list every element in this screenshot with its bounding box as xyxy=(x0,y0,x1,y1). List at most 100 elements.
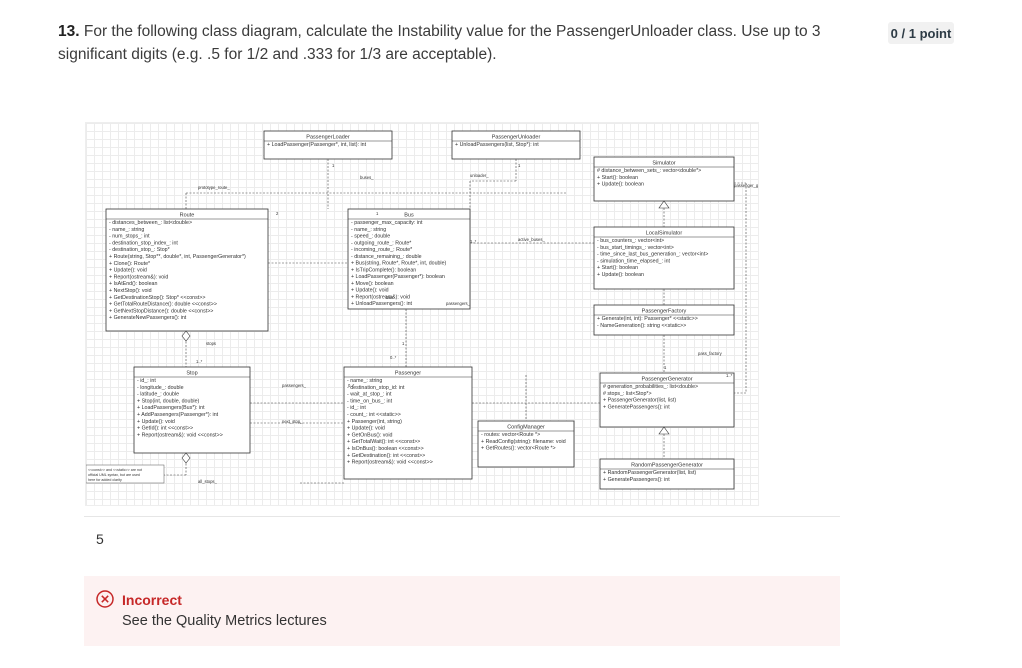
note-text: official UML syntax, but are used xyxy=(88,473,140,477)
edge-label: stops xyxy=(206,341,216,346)
edge-label: 1..* xyxy=(470,239,477,244)
class-member-bus: + Update(): void xyxy=(351,288,389,294)
class-box-stop xyxy=(133,366,251,454)
edge-label: buses_ xyxy=(360,175,374,180)
class-member-local-simulator: - simulation_time_elapsed_: int xyxy=(597,258,671,264)
class-name-random-passenger-generator: RandomPassengerGenerator xyxy=(631,463,703,469)
aggregation-diamond xyxy=(181,330,191,342)
class-member-bus: - passenger_max_capacity: int xyxy=(351,220,423,226)
class-member-route: + NextStop(): void xyxy=(109,288,152,294)
edge-label: all_stops_ xyxy=(198,479,218,484)
class-member-bus: + Bus(string, Route*, Route*, int, doubl… xyxy=(351,261,447,267)
question-text: 13. For the following class diagram, cal… xyxy=(58,20,848,66)
class-member-config-manager: + GetRoutes(): vector<Route *> xyxy=(481,446,556,452)
question-body: For the following class diagram, calcula… xyxy=(58,23,821,63)
edge-label: 0..* xyxy=(348,383,355,388)
class-member-stop: + LoadPassengers(Bus*): int xyxy=(137,405,205,411)
edge-label: 1 xyxy=(332,163,335,168)
class-member-bus: - distance_remaining_: double xyxy=(351,254,422,260)
class-member-random-passenger-generator: + GeneratePassengers(): int xyxy=(603,477,670,483)
class-member-passenger: + Passenger(int, string) xyxy=(347,419,402,425)
edge-label: 1..* xyxy=(196,359,203,364)
class-member-passenger-loader: + LoadPassenger(Passenger*, int, list): … xyxy=(267,142,367,148)
edge-label: 1 xyxy=(518,163,521,168)
class-member-local-simulator: - bus_start_timings_: vector<int> xyxy=(597,245,674,251)
feedback-title: Incorrect xyxy=(122,592,182,608)
class-member-stop: + Report(ostream&): void <<const>> xyxy=(137,432,223,438)
generalization-arrow xyxy=(658,200,670,209)
edge-label: passenger_generator_ xyxy=(734,183,758,188)
class-name-bus: Bus xyxy=(404,213,414,219)
edge-label: unloader_ xyxy=(470,173,489,178)
class-box-bus xyxy=(347,208,471,310)
class-member-route: + Report(ostream&): void xyxy=(109,274,168,280)
class-member-bus: - name_: string xyxy=(351,227,386,233)
edge-label: Bus xyxy=(386,295,393,300)
class-box-passenger-loader xyxy=(263,130,393,160)
class-name-passenger-factory: PassengerFactory xyxy=(642,309,687,315)
edge-label: 0..* xyxy=(390,355,397,360)
class-member-config-manager: - routes: vector<Route *> xyxy=(481,432,540,438)
class-member-route: + GetNextStopDistance(): double <<const>… xyxy=(109,308,213,314)
class-box-passenger-factory xyxy=(593,304,735,336)
class-member-passenger: + IsOnBus(): boolean <<const>> xyxy=(347,446,424,452)
edge-label: 1 xyxy=(402,341,405,346)
class-member-passenger: - count_: int <<static>> xyxy=(347,412,401,418)
class-box-random-passenger-generator xyxy=(599,458,735,490)
class-member-bus: + LoadPassenger(Passenger*): boolean xyxy=(351,274,445,280)
class-member-passenger: + GetTotalWait(): int <<const>> xyxy=(347,439,420,445)
class-member-passenger: - id_: int xyxy=(347,405,366,411)
generalization-arrow xyxy=(658,426,670,435)
class-member-passenger-factory: + Generate(int, int): Passenger* <<stati… xyxy=(597,316,698,322)
edge-label: 1 xyxy=(664,365,667,370)
class-member-local-simulator: + Update(): boolean xyxy=(597,272,644,278)
class-member-route: + GenerateNewPassengers(): int xyxy=(109,315,187,321)
class-box-passenger-generator xyxy=(599,372,735,428)
class-member-passenger: + GetDestination(): int <<const>> xyxy=(347,453,425,459)
class-member-stop: - id_: int xyxy=(137,378,156,384)
class-member-stop: - latitude_: double xyxy=(137,392,179,398)
class-member-stop: - longitude_: double xyxy=(137,385,184,391)
class-name-local-simulator: LocalSimulator xyxy=(646,231,683,237)
class-name-passenger-loader: PassengerLoader xyxy=(306,135,350,141)
class-box-simulator xyxy=(593,156,735,202)
edge-label: 2 xyxy=(276,211,279,216)
class-member-bus: + UnloadPassengers(): int xyxy=(351,301,413,307)
class-member-bus: - speed_: double xyxy=(351,234,390,240)
class-member-route: + Update(): void xyxy=(109,268,147,274)
class-member-passenger: - name_: string xyxy=(347,378,382,384)
class-member-passenger-generator: + PassengerGenerator(list, list) xyxy=(603,398,676,404)
class-member-route: + GetTotalRouteDistance(): double <<cons… xyxy=(109,302,217,308)
edge-label: 1 xyxy=(376,211,379,216)
class-member-stop: + GetId(): int <<const>> xyxy=(137,426,193,432)
class-member-simulator: + Start(): boolean xyxy=(597,175,638,181)
answer-row: 5 xyxy=(84,516,840,561)
class-member-route: + Route(string, Stop**, double*, int, Pa… xyxy=(109,254,246,260)
uml-diagram-svg: PassengerLoader+ LoadPassenger(Passenger… xyxy=(86,130,758,490)
class-member-stop: + Update(): void xyxy=(137,419,175,425)
class-member-route: + Clone(): Route* xyxy=(109,261,150,267)
class-member-stop: + Stop(int, double, double) xyxy=(137,398,200,404)
feedback-panel: Incorrect See the Quality Metrics lectur… xyxy=(84,576,840,646)
class-member-route: - num_stops_: int xyxy=(109,234,150,240)
class-member-passenger-unloader: + UnloadPassengers(list, Stop*): int xyxy=(455,142,539,148)
aggregation-diamond xyxy=(181,452,191,464)
class-member-route: - destination_stop_: Stop* xyxy=(109,247,170,253)
class-member-bus: + Report(ostream&): void xyxy=(351,294,410,300)
class-member-simulator: # distance_between_sets_: vector<double*… xyxy=(597,168,701,174)
class-member-passenger-factory: - NameGeneration(): string <<static>> xyxy=(597,323,686,329)
class-member-bus: + Move(): boolean xyxy=(351,281,394,287)
class-member-passenger-generator: # stops_: list<Stop*> xyxy=(603,391,652,397)
class-name-passenger: Passenger xyxy=(395,371,421,377)
class-name-route: Route xyxy=(180,213,195,219)
class-member-passenger: - wait_at_stop_: int xyxy=(347,392,392,398)
class-member-bus: + IsTripComplete(): boolean xyxy=(351,267,416,273)
class-member-route: + GetDestinationStop(): Stop* <<const>> xyxy=(109,295,205,301)
edge-label: active_buses_ xyxy=(518,237,545,242)
class-box-passenger-unloader xyxy=(451,130,581,160)
class-member-config-manager: + ReadConfig(string): filename: void xyxy=(481,439,566,445)
class-member-passenger: - time_on_bus_: int xyxy=(347,398,393,404)
class-member-passenger-generator: # generation_probabilities_: list<double… xyxy=(603,384,698,390)
class-box-config-manager xyxy=(477,420,575,468)
question-number: 13. xyxy=(58,23,80,40)
